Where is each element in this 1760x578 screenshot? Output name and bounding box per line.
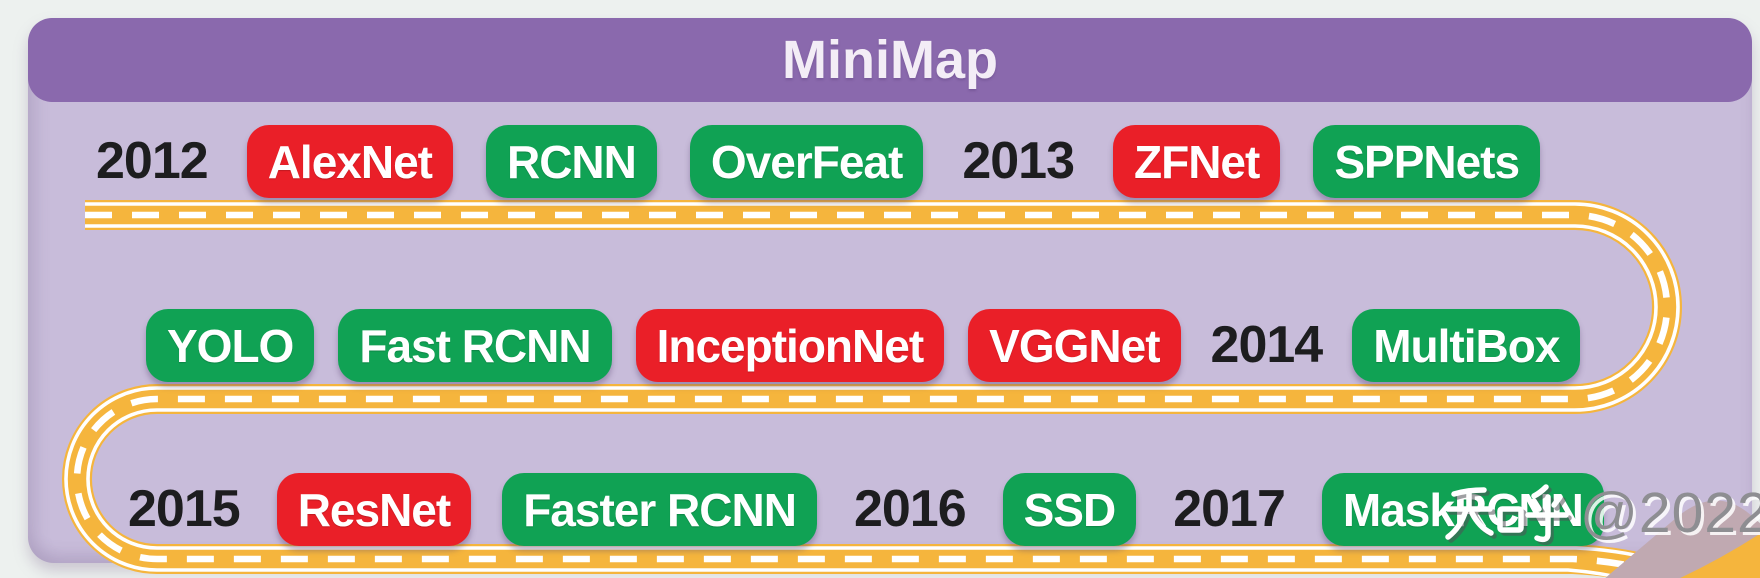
model-badge: RCNN	[485, 125, 657, 198]
year-label: 2013	[962, 132, 1075, 190]
timeline-row-2014: YOLO Fast RCNN InceptionNet VGGNet 2014 Multi…	[146, 309, 1581, 382]
year-label: 2017	[1173, 480, 1286, 538]
model-badge: ZFNet	[1113, 125, 1281, 198]
model-badge: OverFeat	[689, 125, 924, 198]
model-badge: Fast RCNN	[338, 309, 612, 382]
title-bar: MiniMap	[28, 18, 1752, 102]
year-label: 2012	[96, 132, 209, 190]
watermark-year: @2022	[1580, 481, 1760, 545]
zhihu-brand-glyphs	[1445, 484, 1569, 543]
model-badge: AlexNet	[246, 125, 453, 198]
model-badge: YOLO	[146, 309, 315, 382]
timeline-card: MiniMap 2012 AlexNet RCNN OverFeat 2013 ZFNet…	[28, 18, 1760, 578]
model-badge: SPPNets	[1313, 125, 1541, 198]
year-label: 2016	[853, 480, 967, 538]
model-badge: Faster RCNN	[502, 473, 817, 546]
page-title: MiniMap	[782, 30, 998, 90]
year-label: 2015	[128, 480, 241, 538]
model-badge: InceptionNet	[635, 309, 945, 382]
model-badge: SSD	[1002, 473, 1137, 546]
year-label: 2014	[1210, 316, 1324, 374]
model-badge: MultiBox	[1352, 309, 1581, 382]
model-badge: VGGNet	[968, 309, 1181, 382]
timeline-row-2012-2013: 2012 AlexNet RCNN OverFeat 2013 ZFNet SPPNets	[90, 125, 1541, 198]
model-badge: ResNet	[276, 473, 472, 546]
watermark: @2022	[1442, 480, 1760, 546]
